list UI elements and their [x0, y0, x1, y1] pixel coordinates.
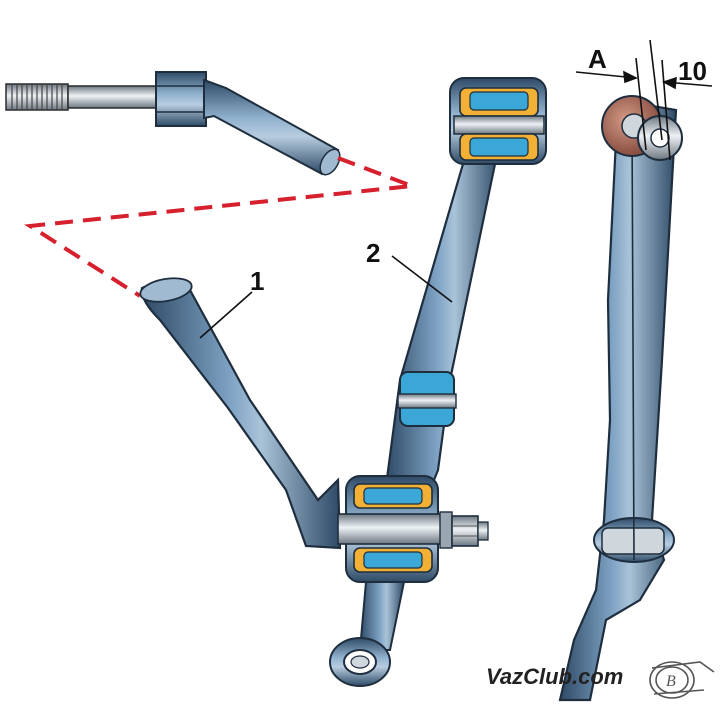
dim-line-a-ref [635, 57, 647, 151]
label-part-2: 2 [366, 238, 380, 268]
lower-eye [329, 637, 391, 687]
hex-collar [155, 71, 207, 127]
label-dim-10: 10 [678, 56, 707, 86]
lower-stem [358, 581, 406, 651]
lever-arm-body [140, 281, 342, 550]
watermark-text: VazClub.com [486, 664, 623, 689]
upper-rod-segment [203, 78, 340, 176]
car-badge-icon: B [649, 661, 715, 699]
dim-line-axis [649, 39, 663, 141]
top-bushing-housing [449, 77, 547, 165]
lever-arm-part-1 [139, 277, 342, 550]
svg-text:B: B [666, 673, 676, 690]
washer [439, 511, 453, 549]
upper-stud-piece [5, 71, 341, 176]
strut-shaft [384, 138, 502, 492]
through-bolt [337, 511, 489, 549]
mid-collar [397, 371, 457, 427]
label-dim-a: A [588, 44, 607, 74]
dashed-connector-line [24, 156, 413, 298]
label-part-1: 1 [250, 266, 264, 296]
stud-shank [67, 85, 161, 109]
leader-line-2 [391, 255, 453, 303]
dimension-markers [575, 39, 713, 161]
side-view-strut [558, 95, 683, 702]
leader-line-1 [199, 291, 253, 339]
watermark: VazClub.com B [486, 661, 715, 699]
side-strut-body [558, 98, 678, 702]
top-bushing-sleeve [453, 115, 545, 135]
dim-line-10-ref [661, 59, 671, 161]
thread-lines [11, 84, 63, 110]
strut-part-2 [329, 77, 547, 687]
hex-nut [451, 515, 479, 547]
